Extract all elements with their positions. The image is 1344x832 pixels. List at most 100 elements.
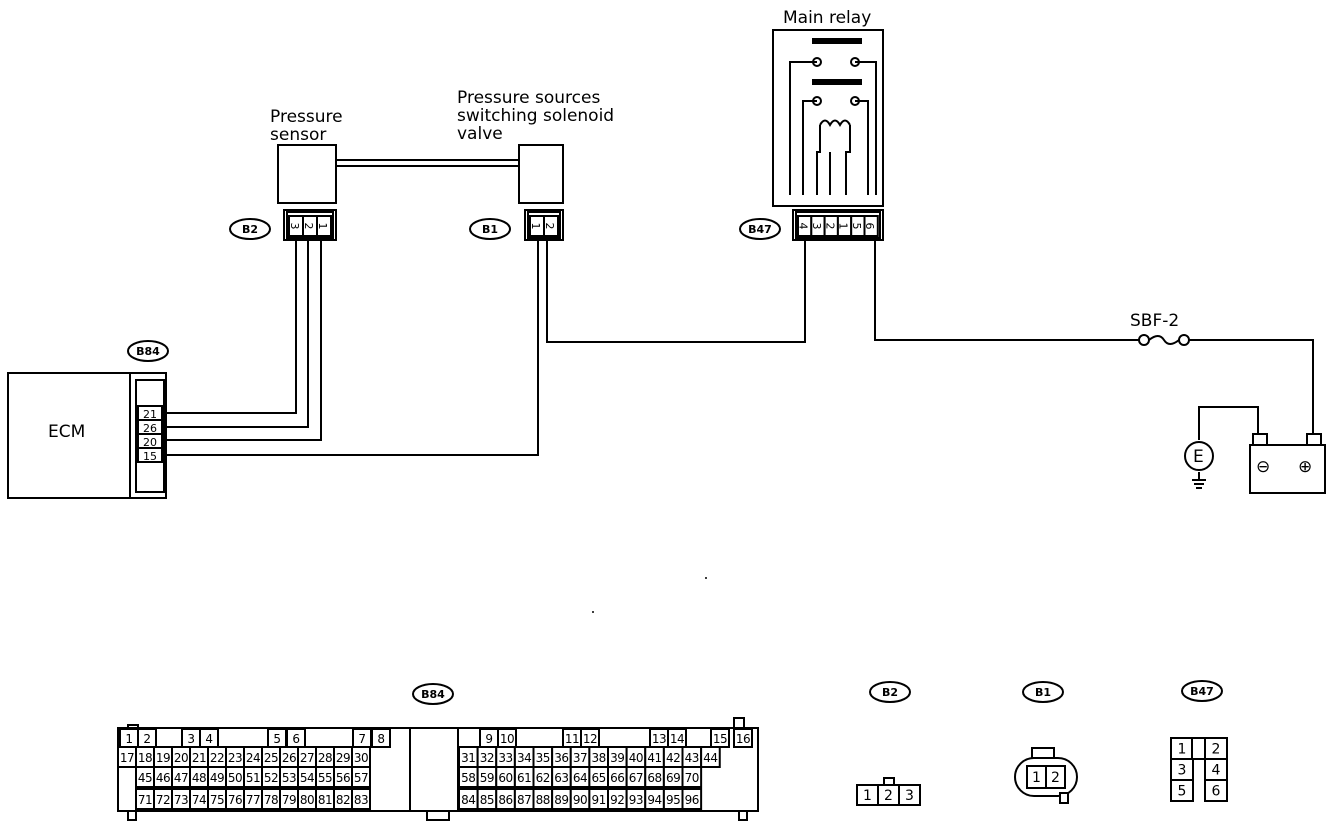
svg-text:49: 49 bbox=[210, 771, 224, 785]
b1-face-pin-1: 1 bbox=[1026, 765, 1047, 789]
b84-face-pin-2: 2 bbox=[137, 728, 157, 748]
svg-text:63: 63 bbox=[554, 771, 568, 785]
b84-face-tag: B84 bbox=[412, 683, 454, 705]
b84-face-pin-77: 77 bbox=[243, 788, 263, 810]
svg-text:B84: B84 bbox=[421, 688, 445, 701]
svg-text:37: 37 bbox=[573, 751, 587, 765]
b84-face-pin-34: 34 bbox=[513, 746, 535, 768]
svg-text:19: 19 bbox=[156, 751, 170, 765]
svg-text:20: 20 bbox=[174, 751, 188, 765]
b2-pin-2: 2 bbox=[302, 215, 318, 237]
ecm-pin-26: 26 bbox=[137, 419, 163, 435]
b84-face-pin-17: 17 bbox=[117, 746, 137, 768]
b47-pin-4: 4 bbox=[797, 215, 813, 237]
b84-face-pin-73: 73 bbox=[171, 788, 191, 810]
svg-text:65: 65 bbox=[592, 771, 606, 785]
svg-text:1: 1 bbox=[529, 223, 542, 230]
b84-face-pin-93: 93 bbox=[625, 788, 647, 810]
svg-text:11: 11 bbox=[565, 732, 579, 746]
svg-text:83: 83 bbox=[354, 793, 368, 807]
svg-text:68: 68 bbox=[647, 771, 661, 785]
solenoid-label-1: Pressure sources bbox=[457, 88, 600, 108]
svg-text:E: E bbox=[1193, 447, 1204, 467]
svg-text:B1: B1 bbox=[482, 223, 498, 236]
svg-text:40: 40 bbox=[629, 751, 643, 765]
svg-text:59: 59 bbox=[480, 771, 494, 785]
svg-text:B47: B47 bbox=[748, 223, 772, 236]
b84-face-pin-3: 3 bbox=[181, 728, 201, 748]
b84-face-pin-24: 24 bbox=[243, 746, 263, 768]
b84-face-pin-15: 15 bbox=[710, 728, 730, 748]
svg-text:95: 95 bbox=[666, 793, 680, 807]
b84-face-pin-72: 72 bbox=[153, 788, 173, 810]
b84-face-pin-26: 26 bbox=[279, 746, 299, 768]
b84-face-pin-18: 18 bbox=[135, 746, 155, 768]
svg-text:91: 91 bbox=[592, 793, 606, 807]
b84-face-pin-6: 6 bbox=[286, 728, 306, 748]
b84-face-pin-52: 52 bbox=[261, 766, 281, 788]
b84-face-pin-74: 74 bbox=[189, 788, 209, 810]
svg-text:B2: B2 bbox=[882, 686, 898, 699]
b2-face-pin-2: 2 bbox=[877, 784, 900, 806]
pressure-sensor-label-1: Pressure bbox=[270, 107, 343, 127]
b47-face-pin-6: 6 bbox=[1204, 779, 1228, 802]
b1-face-tag: B1 bbox=[1022, 681, 1064, 703]
b84-face-pin-48: 48 bbox=[189, 766, 209, 788]
svg-text:41: 41 bbox=[647, 751, 661, 765]
svg-text:6: 6 bbox=[292, 732, 299, 746]
b84-face-pin-63: 63 bbox=[551, 766, 572, 788]
pressure-sensor-label-2: sensor bbox=[270, 125, 326, 145]
b84-face-pin-25: 25 bbox=[261, 746, 281, 768]
svg-text:43: 43 bbox=[685, 751, 699, 765]
b84-face-pin-37: 37 bbox=[569, 746, 591, 768]
svg-text:4: 4 bbox=[205, 732, 212, 746]
b84-face-pin-90: 90 bbox=[569, 788, 591, 810]
b2-face-pin-1: 1 bbox=[856, 784, 879, 806]
b47-pin-6: 6 bbox=[863, 215, 879, 237]
b84-face-pin-10: 10 bbox=[497, 728, 517, 748]
b1-tag: B1 bbox=[469, 218, 511, 240]
b84-face-pin-9: 9 bbox=[479, 728, 499, 748]
svg-text:81: 81 bbox=[318, 793, 332, 807]
svg-text:92: 92 bbox=[610, 793, 624, 807]
b84-face-pin-27: 27 bbox=[297, 746, 317, 768]
svg-text:50: 50 bbox=[228, 771, 242, 785]
b47-face-pin-1: 1 bbox=[1170, 737, 1194, 760]
svg-text:76: 76 bbox=[228, 793, 242, 807]
svg-text:70: 70 bbox=[685, 771, 699, 785]
b84-face-pin-50: 50 bbox=[225, 766, 245, 788]
b84-face-pin-95: 95 bbox=[662, 788, 684, 810]
svg-text:39: 39 bbox=[610, 751, 624, 765]
b84-face-pin-66: 66 bbox=[607, 766, 628, 788]
svg-text:74: 74 bbox=[192, 793, 206, 807]
b84-face-pin-31: 31 bbox=[458, 746, 479, 768]
svg-text:46: 46 bbox=[156, 771, 170, 785]
b84-face-pin-68: 68 bbox=[644, 766, 665, 788]
b84-face-pin-85: 85 bbox=[476, 788, 498, 810]
svg-text:89: 89 bbox=[554, 793, 568, 807]
b47-face-pin-4: 4 bbox=[1204, 758, 1228, 781]
svg-text:2: 2 bbox=[884, 788, 893, 804]
ecm-label: ECM bbox=[48, 422, 85, 442]
solenoid-label-2: switching solenoid bbox=[457, 106, 614, 126]
b84-face-pin-67: 67 bbox=[625, 766, 647, 788]
b84-face-pin-11: 11 bbox=[562, 728, 582, 748]
b84-face-pin-79: 79 bbox=[279, 788, 299, 810]
svg-text:94: 94 bbox=[647, 793, 661, 807]
b84-face-pin-22: 22 bbox=[207, 746, 227, 768]
svg-text:60: 60 bbox=[498, 771, 512, 785]
b84-face-pin-69: 69 bbox=[662, 766, 684, 788]
b84-face-pin-56: 56 bbox=[333, 766, 353, 788]
b84-face-pin-29: 29 bbox=[333, 746, 353, 768]
svg-text:57: 57 bbox=[354, 771, 368, 785]
b47-pin-5: 5 bbox=[850, 215, 866, 237]
svg-text:8: 8 bbox=[377, 732, 384, 746]
b84-face-pin-81: 81 bbox=[315, 788, 335, 810]
svg-text:96: 96 bbox=[685, 793, 699, 807]
svg-text:71: 71 bbox=[138, 793, 152, 807]
svg-text:44: 44 bbox=[703, 751, 717, 765]
svg-text:5: 5 bbox=[1178, 784, 1187, 800]
svg-text:13: 13 bbox=[652, 732, 666, 746]
b84-face-pin-59: 59 bbox=[476, 766, 498, 788]
svg-text:6: 6 bbox=[863, 223, 876, 230]
